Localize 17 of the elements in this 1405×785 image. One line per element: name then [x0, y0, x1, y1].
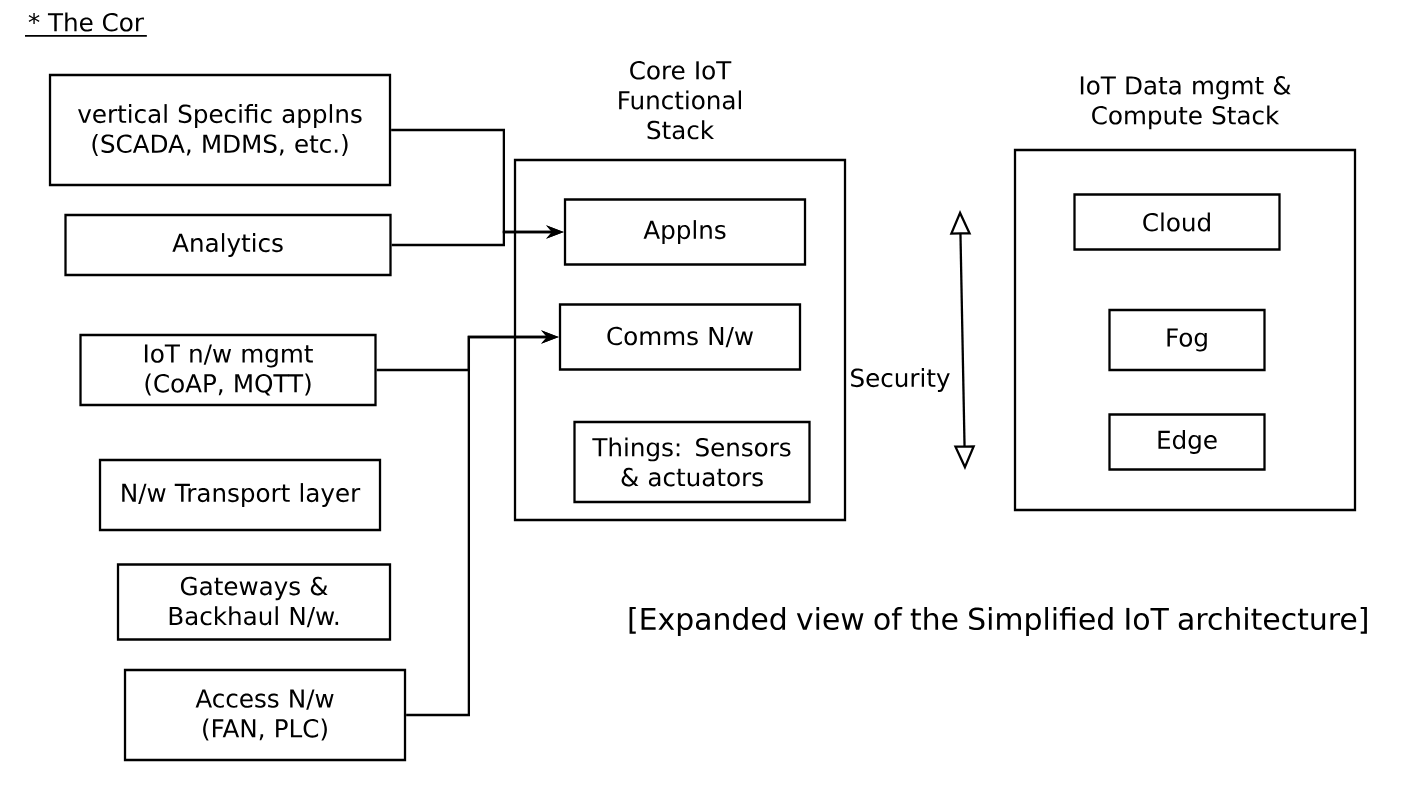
layer-box: IoT n/w mgmt (CoAP, MQTT)	[79, 333, 377, 407]
layer-box: Fog	[1108, 308, 1266, 372]
layer-box: Gateways & Backhaul N/w.	[116, 563, 392, 641]
node-label: Core IoT Functional Stack	[619, 60, 742, 140]
struck-out-text: * The Cor	[24, 12, 148, 37]
layer-box: Comms N/w	[558, 303, 802, 371]
layer-box: Analytics	[64, 213, 392, 277]
layer-box: N/w Transport layer	[98, 458, 382, 532]
layer-box: Applns	[563, 198, 807, 266]
node-label: IoT Data mgmt & Compute Stack	[1080, 76, 1291, 130]
layer-box: Cloud	[1073, 193, 1281, 251]
layer-box: Access N/w (FAN, PLC)	[123, 668, 407, 762]
caption: [Expanded view of the Simplified IoT architecture]	[629, 607, 1367, 636]
layer-box: Edge	[1108, 413, 1266, 471]
layer-box: Things: Sensors & actuators	[573, 420, 811, 504]
layer-box: vertical Specific applns (SCADA, MDMS, etc.)	[48, 73, 392, 187]
side-label: Security	[851, 368, 950, 392]
